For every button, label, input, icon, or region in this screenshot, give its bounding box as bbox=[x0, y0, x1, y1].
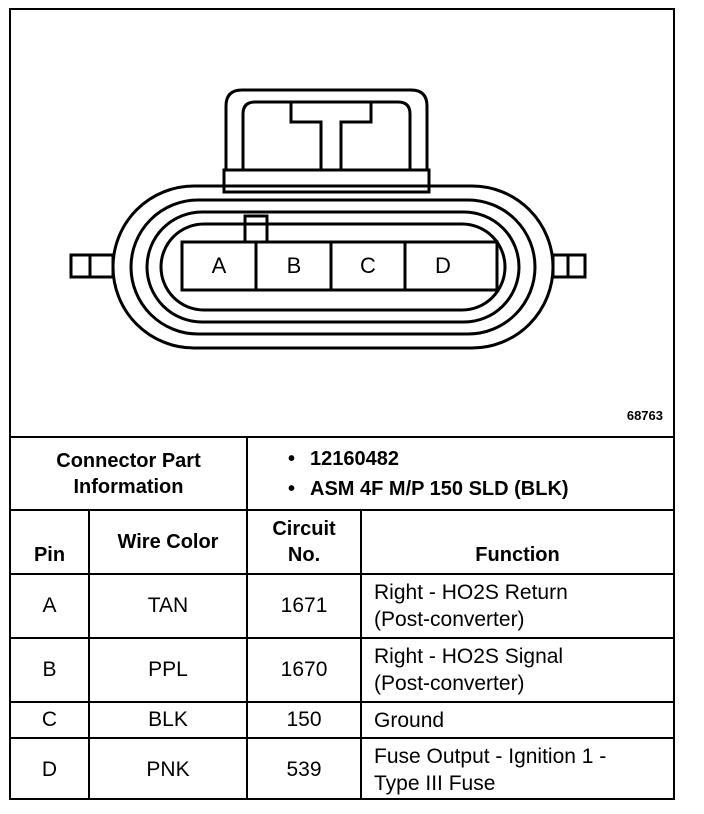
function-line-1: Right - HO2S Signal bbox=[374, 645, 564, 668]
housing-ring-2 bbox=[145, 210, 521, 324]
left-ear bbox=[69, 253, 115, 279]
connector-drawing: A B C D bbox=[69, 88, 587, 350]
circuit-cell: 150 bbox=[246, 701, 363, 739]
function-line-1: Fuse Output - Ignition 1 - bbox=[374, 744, 607, 768]
function-line-1: Ground bbox=[374, 708, 445, 732]
circuit-cell: 539 bbox=[246, 737, 363, 800]
header-pin: Pin bbox=[11, 509, 90, 575]
figure-number: 68763 bbox=[626, 408, 663, 423]
pinout-table: Connector Part Information •12160482 •AS… bbox=[11, 438, 674, 800]
header-circuit-text: Circuit No. bbox=[272, 518, 336, 566]
latch-tab bbox=[289, 102, 373, 172]
cavity-block bbox=[180, 240, 499, 292]
table-row: C BLK 150 Ground bbox=[11, 701, 674, 739]
header-wire-color: Wire Color bbox=[87, 509, 249, 575]
table-row: D PNK 539 Fuse Output - Ignition 1 - Typ… bbox=[11, 737, 674, 800]
function-cell: Right - HO2S Return (Post-converter) bbox=[360, 573, 674, 639]
cavity-label-d: D bbox=[435, 253, 451, 278]
connector-part-info-values: •12160482 •ASM 4F M/P 150 SLD (BLK) bbox=[246, 438, 674, 511]
latch-inner bbox=[241, 100, 412, 170]
header-function: Function bbox=[360, 509, 674, 575]
function-line-1: Right - HO2S Return bbox=[374, 581, 568, 604]
function-line-2: (Post-converter) bbox=[374, 672, 525, 695]
circuit-cell: 1671 bbox=[246, 573, 363, 639]
latch-outer bbox=[224, 88, 429, 170]
latch-base bbox=[222, 168, 431, 194]
wire-color-cell: TAN bbox=[87, 573, 249, 639]
pin-cell: A bbox=[11, 573, 90, 639]
connector-info-row: Connector Part Information •12160482 •AS… bbox=[11, 438, 674, 511]
housing-ring-1 bbox=[129, 198, 537, 336]
housing-ring-3 bbox=[159, 222, 507, 312]
function-line-2: Type III Fuse bbox=[374, 771, 496, 795]
table-row: B PPL 1670 Right - HO2S Signal (Post-con… bbox=[11, 637, 674, 703]
pin-cell: D bbox=[11, 737, 90, 800]
part-description: ASM 4F M/P 150 SLD (BLK) bbox=[310, 477, 569, 500]
wire-color-cell: PNK bbox=[87, 737, 249, 800]
table-header-row: Pin Wire Color Circuit No. Function bbox=[11, 509, 674, 575]
function-cell: Right - HO2S Signal (Post-converter) bbox=[360, 637, 674, 703]
cavity-label-b: B bbox=[287, 253, 302, 278]
housing-outer bbox=[111, 184, 555, 350]
part-number: 12160482 bbox=[310, 447, 399, 470]
connector-sheet: A B C D 68763 Connector Part Information… bbox=[9, 8, 675, 800]
part-description-item: •ASM 4F M/P 150 SLD (BLK) bbox=[288, 477, 569, 500]
wire-color-cell: BLK bbox=[87, 701, 249, 739]
wire-color-cell: PPL bbox=[87, 637, 249, 703]
table-row: A TAN 1671 Right - HO2S Return (Post-con… bbox=[11, 573, 674, 639]
function-cell: Ground bbox=[360, 701, 674, 739]
header-circuit-no: Circuit No. bbox=[246, 509, 363, 575]
cavity-label-c: C bbox=[360, 253, 376, 278]
connector-diagram: A B C D 68763 bbox=[11, 10, 673, 438]
connector-part-info-label: Connector Part Information bbox=[11, 438, 249, 511]
pin-cell: B bbox=[11, 637, 90, 703]
part-number-item: •12160482 bbox=[288, 447, 399, 470]
cavity-label-a: A bbox=[212, 253, 227, 278]
polarization-key bbox=[243, 214, 269, 244]
circuit-cell: 1670 bbox=[246, 637, 363, 703]
function-cell: Fuse Output - Ignition 1 - Type III Fuse bbox=[360, 737, 674, 800]
pin-cell: C bbox=[11, 701, 90, 739]
function-line-2: (Post-converter) bbox=[374, 608, 525, 631]
